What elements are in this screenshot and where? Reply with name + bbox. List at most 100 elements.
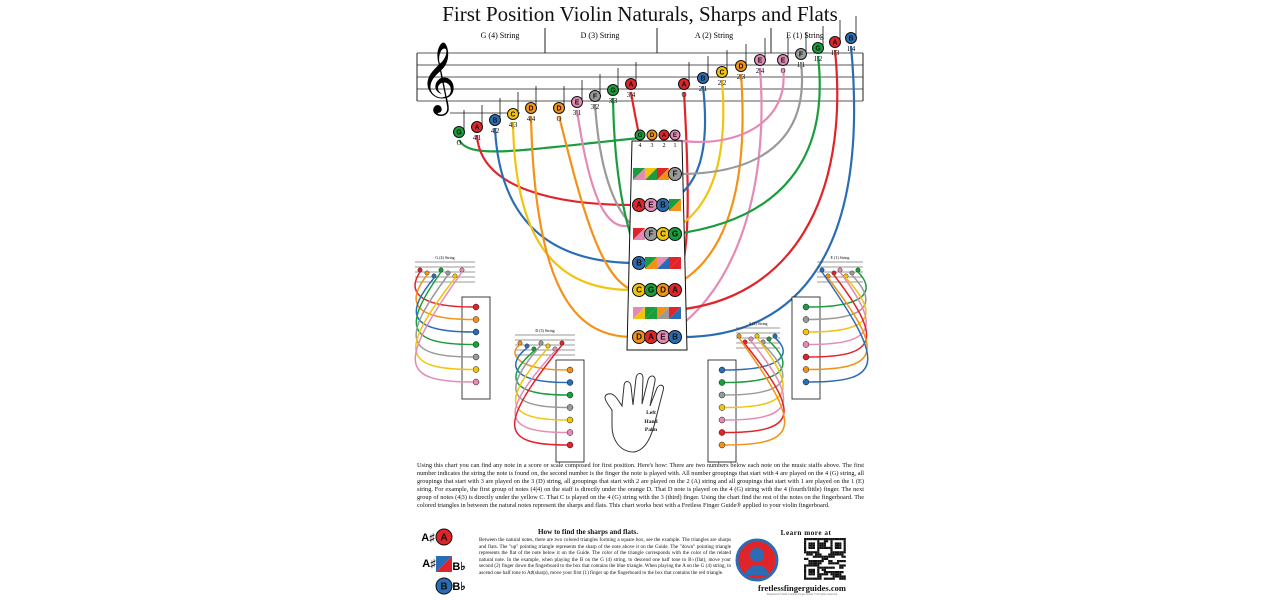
how-to-text: Between the natural notes, there are two… xyxy=(479,537,731,576)
note-letter: B xyxy=(701,75,706,82)
mini-chart: E (1) String xyxy=(791,255,869,400)
fingerboard-note: C xyxy=(632,283,646,297)
note-label: 2|4 xyxy=(756,67,765,75)
connector-line xyxy=(662,67,763,338)
note-letter: B xyxy=(636,259,642,268)
string-label: E (1) String xyxy=(786,31,824,40)
note-letter: C xyxy=(660,230,666,239)
staff-note: G xyxy=(607,84,619,96)
fingerboard-note: C xyxy=(656,227,670,241)
note-letter: G xyxy=(672,230,678,239)
note-letter: D xyxy=(650,132,655,139)
note-letter: G xyxy=(610,87,615,94)
fingerboard-note: B xyxy=(632,256,646,270)
sharp-flat-box xyxy=(657,257,669,269)
staff-note: E xyxy=(754,54,766,66)
staff-note: G xyxy=(812,42,824,54)
legend-note: B xyxy=(435,577,453,595)
note-letter: E xyxy=(781,57,786,64)
mini-chart: G (4) String xyxy=(414,255,491,400)
staff-note: A xyxy=(625,78,637,90)
note-label: 3|4 xyxy=(627,91,636,99)
staff-note: B xyxy=(845,32,857,44)
note-letter: A xyxy=(662,132,667,139)
sharp-flat-box xyxy=(645,257,657,269)
sharp-flat-box xyxy=(645,168,657,180)
note-letter: D xyxy=(529,105,534,112)
fingerboard-note: F xyxy=(644,227,658,241)
website-link[interactable]: fretlessfingerguides.com xyxy=(758,583,846,593)
note-letter: D xyxy=(739,63,744,70)
staff-note: C xyxy=(507,108,519,120)
fingerboard-note: B xyxy=(668,330,682,344)
fingerboard-note: E xyxy=(656,330,670,344)
finger-label: 3 xyxy=(651,143,654,149)
legend-sharp: A♯ xyxy=(421,532,435,544)
sharp-flat-box xyxy=(669,307,681,319)
note-letter: D xyxy=(557,105,562,112)
note-label: 2|3 xyxy=(737,73,746,81)
note-label: 3|3 xyxy=(609,97,618,105)
qr-code xyxy=(804,538,846,580)
note-label: 3|2 xyxy=(591,103,600,111)
page-title: First Position Violin Naturals, Sharps a… xyxy=(442,2,838,26)
note-letter: C xyxy=(511,111,516,118)
note-letter: F xyxy=(593,93,597,100)
note-label: 1|1 xyxy=(797,61,806,69)
fingerboard-note: A xyxy=(632,198,646,212)
connector-line xyxy=(674,61,804,176)
note-label: 4|3 xyxy=(509,121,518,129)
note-letter: A xyxy=(833,39,838,46)
staff-note: A xyxy=(678,78,690,90)
mini-title: A (2) String xyxy=(748,321,767,326)
note-letter: E xyxy=(648,201,654,210)
connector-line xyxy=(493,127,634,265)
note-letter: E xyxy=(660,333,666,342)
mini-title: D (3) String xyxy=(535,328,554,333)
note-label: 1|3 xyxy=(831,49,840,57)
note-label: O xyxy=(456,139,461,147)
string-label: A (2) String xyxy=(695,31,733,40)
string-label: D (3) String xyxy=(581,31,620,40)
open-note: E xyxy=(669,129,681,141)
note-letter: B xyxy=(672,333,678,342)
finger-label: 2 xyxy=(663,143,666,149)
note-letter: B xyxy=(440,581,447,592)
staff-note: D xyxy=(735,60,747,72)
note-letter: E xyxy=(575,99,580,106)
staff-note: A xyxy=(829,36,841,48)
sharp-flat-box xyxy=(633,168,645,180)
staff-note: F xyxy=(589,90,601,102)
fingerboard-note: F xyxy=(668,167,682,181)
note-letter: G xyxy=(815,45,820,52)
mini-chart: A (2) String xyxy=(707,321,786,463)
note-letter: A xyxy=(440,532,447,543)
note-letter: C xyxy=(720,69,725,76)
staff-note: D xyxy=(553,102,565,114)
fingerboard-note: A xyxy=(644,330,658,344)
mini-charts: G (4) String D (3) String A (2) String E (1… xyxy=(414,255,869,463)
sharp-flat-box xyxy=(633,228,645,240)
connector-line xyxy=(674,45,856,339)
sharp-flat-box xyxy=(645,307,657,319)
note-label: 1|4 xyxy=(847,45,856,53)
mini-chart: D (3) String xyxy=(513,328,585,463)
connector-line xyxy=(557,115,634,292)
palm-label: Left Hand Palm xyxy=(644,410,658,433)
open-note: D xyxy=(646,129,658,141)
note-letter: B xyxy=(493,117,498,124)
note-label: O xyxy=(556,115,561,123)
note-letter: A xyxy=(475,124,480,131)
finger-label: 1 xyxy=(674,143,677,149)
note-label: 4|1 xyxy=(473,134,482,142)
legend-flat: B♭ xyxy=(452,581,465,593)
note-letter: D xyxy=(636,333,642,342)
note-letter: F xyxy=(799,51,803,58)
main-staff xyxy=(416,28,864,114)
sharp-flat-box xyxy=(657,168,669,180)
learn-more-label: Learn more at xyxy=(780,529,832,537)
note-letter: A xyxy=(636,201,642,210)
note-letter: C xyxy=(636,286,642,295)
